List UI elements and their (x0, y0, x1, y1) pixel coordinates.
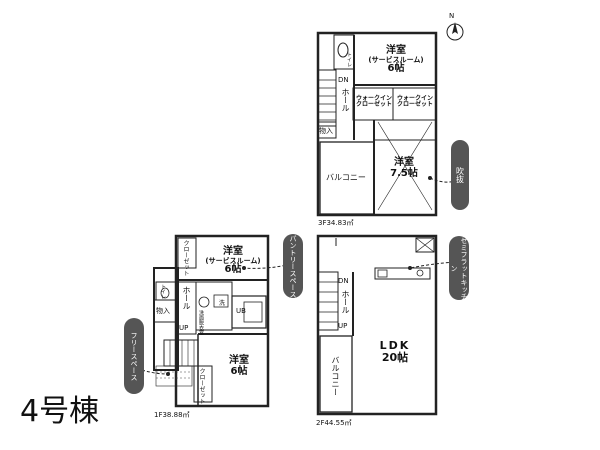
f1-western-top-sub: (サービスルーム) (205, 256, 261, 265)
f2-ldk-name: LDK (379, 339, 411, 352)
f1-washroom-label: 洗 (219, 300, 226, 307)
f3-walkin-closet-2: ウォークイン クローゼット (396, 95, 433, 109)
f1-storage-label: 物入 (156, 307, 170, 315)
f1-closet-top-label: クローゼット (182, 240, 189, 276)
f3-hall-label: ホール (341, 88, 350, 112)
f2-dn-label: DN (338, 277, 349, 285)
f1-dressing-label: 洗面脱衣室 (198, 310, 204, 335)
f1-ub-label: UB (236, 307, 246, 315)
f2-balcony-label: バルコニー (331, 356, 340, 396)
semi-flat-kitchen-callout: セミフラットキッチン (449, 236, 469, 300)
f3-western-top-sub: (サービスルーム) (368, 55, 424, 64)
f3-balcony-label: バルコニー (326, 173, 366, 182)
compass-label: N (449, 12, 455, 20)
compass-icon (446, 22, 464, 41)
f3-toilet-label: トイレ (346, 52, 352, 67)
f2-ldk-size: 20帖 (381, 350, 409, 364)
floor-2f-walls (316, 234, 438, 416)
atrium-callout: 吹抜 (451, 140, 469, 210)
f1-western-bottom-name: 洋室 (229, 355, 249, 366)
floor-3f-walls (316, 31, 438, 217)
f1-toilet-label: トイレ (160, 284, 166, 299)
f1-hall-label: ホール (182, 286, 191, 310)
page-title: 4号棟 (20, 394, 100, 429)
f1-western-top-size: 6帖 (224, 263, 242, 275)
free-space-callout: フリースペース (124, 318, 144, 394)
f1-closet-bottom-label: クローゼット (198, 368, 205, 404)
f3-western-top-name: 洋室 (386, 45, 406, 56)
floor-1f-walls (153, 234, 270, 408)
f1-western-bottom-size: 6帖 (230, 365, 248, 377)
f3-area-label: 3F34.83㎡ (318, 219, 354, 227)
f3-storage-label: 物入 (319, 127, 333, 135)
f3-dn-label: DN (338, 76, 349, 84)
f1-area-label: 1F38.88㎡ (154, 411, 190, 419)
f3-western-top-size: 6帖 (387, 62, 405, 74)
f1-western-top-name: 洋室 (223, 246, 243, 257)
f3-walkin-closet-1: ウォークイン クローゼット (355, 95, 392, 109)
f1-up-label: UP (179, 324, 189, 332)
f3-western-main-name: 洋室 (394, 157, 414, 168)
pantry-callout: パントリースペース (283, 234, 303, 298)
f2-area-label: 2F44.55㎡ (316, 419, 352, 427)
f3-western-main-size: 7.5帖 (390, 167, 418, 179)
f2-hall-label: ホール (341, 290, 350, 314)
f2-up-label: UP (338, 322, 348, 330)
